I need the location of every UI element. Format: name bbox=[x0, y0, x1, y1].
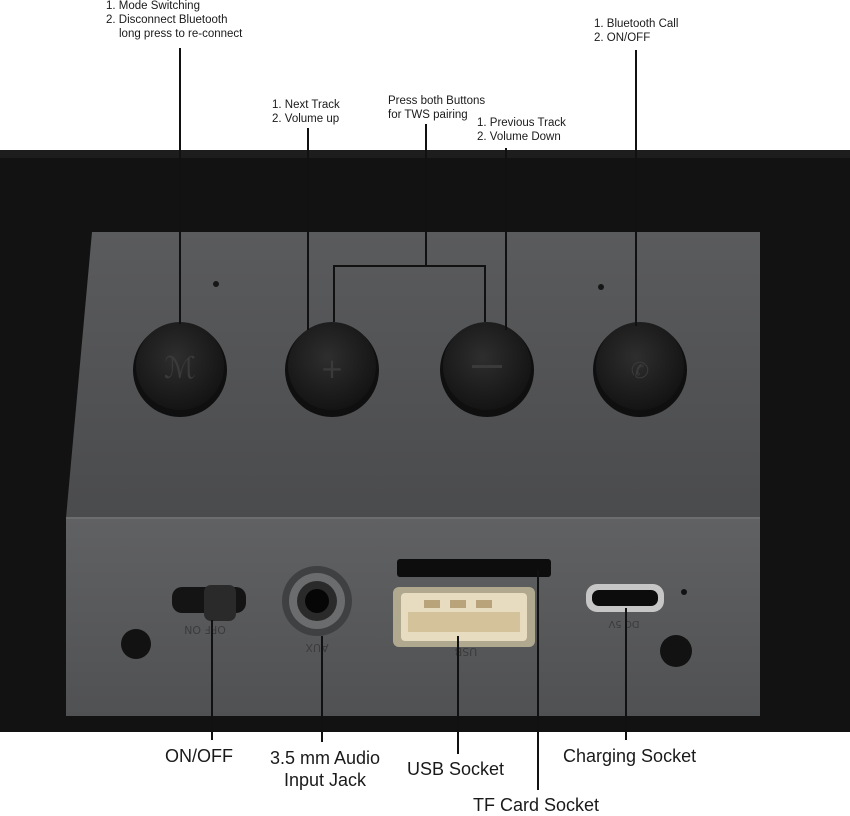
charge-led bbox=[681, 589, 687, 595]
mode-label-line1: 1. Mode Switching bbox=[106, 0, 200, 12]
call-button: ✆ bbox=[593, 322, 687, 417]
charging-socket bbox=[586, 584, 664, 612]
plus-icon: + bbox=[320, 352, 343, 385]
power-switch bbox=[172, 585, 246, 621]
top-leader-lines bbox=[179, 48, 637, 330]
aux-label-line2: Input Jack bbox=[284, 770, 367, 790]
usb-port bbox=[393, 587, 535, 647]
mode-icon: ℳ bbox=[164, 352, 196, 385]
prev-label-line1: 1. Previous Track bbox=[477, 117, 566, 129]
usb-socket-label: USB Socket bbox=[407, 759, 505, 779]
svg-text:USB: USB bbox=[455, 645, 478, 658]
mode-label-line2: 2. Disconnect Bluetooth bbox=[106, 14, 228, 26]
bottom-leader-lines bbox=[211, 570, 627, 790]
screw-hole-left bbox=[121, 629, 151, 659]
next-label-line2: 2. Volume up bbox=[272, 113, 340, 125]
call-label-line2: 2. ON/OFF bbox=[594, 32, 651, 44]
tf-card-slot bbox=[397, 559, 551, 577]
minus-icon bbox=[472, 365, 502, 368]
previous-track-label: 1. Previous Track 2. Volume Down bbox=[477, 116, 566, 144]
mode-label-line3: long press to re-connect bbox=[119, 28, 243, 40]
mode-button: ℳ bbox=[133, 322, 227, 417]
tf-card-label: TF Card Socket bbox=[473, 795, 600, 815]
tws-pairing-label: Press both Buttons for TWS pairing bbox=[388, 94, 485, 122]
aux-label-line1: 3.5 mm Audio bbox=[270, 748, 381, 768]
charging-socket-label: Charging Socket bbox=[563, 746, 697, 766]
onoff-label: ON/OFF bbox=[165, 746, 233, 766]
svg-text:OFF ON: OFF ON bbox=[184, 623, 226, 636]
next-track-label: 1. Next Track 2. Volume up bbox=[272, 98, 340, 126]
mode-button-label: 1. Mode Switching 2. Disconnect Bluetoot… bbox=[106, 0, 242, 41]
aux-label: 3.5 mm Audio Input Jack bbox=[270, 747, 380, 791]
indicator-hole-right bbox=[598, 284, 604, 290]
call-label-line1: 1. Bluetooth Call bbox=[594, 18, 679, 30]
svg-text:AUX: AUX bbox=[305, 641, 329, 654]
indicator-hole-left bbox=[213, 281, 219, 287]
top-control-panel bbox=[66, 232, 760, 518]
next-label-line1: 1. Next Track bbox=[272, 99, 340, 111]
call-icon: ✆ bbox=[631, 359, 649, 384]
tws-label-line2: for TWS pairing bbox=[388, 109, 468, 121]
volume-down-button bbox=[440, 322, 534, 417]
bluetooth-call-label: 1. Bluetooth Call 2. ON/OFF bbox=[594, 17, 678, 45]
volume-up-button: + bbox=[285, 322, 379, 417]
prev-label-line2: 2. Volume Down bbox=[477, 131, 561, 143]
tws-label-line1: Press both Buttons bbox=[388, 95, 486, 107]
screw-hole-right bbox=[660, 635, 692, 667]
aux-jack bbox=[282, 566, 352, 636]
svg-text:DC 5V: DC 5V bbox=[608, 618, 639, 629]
